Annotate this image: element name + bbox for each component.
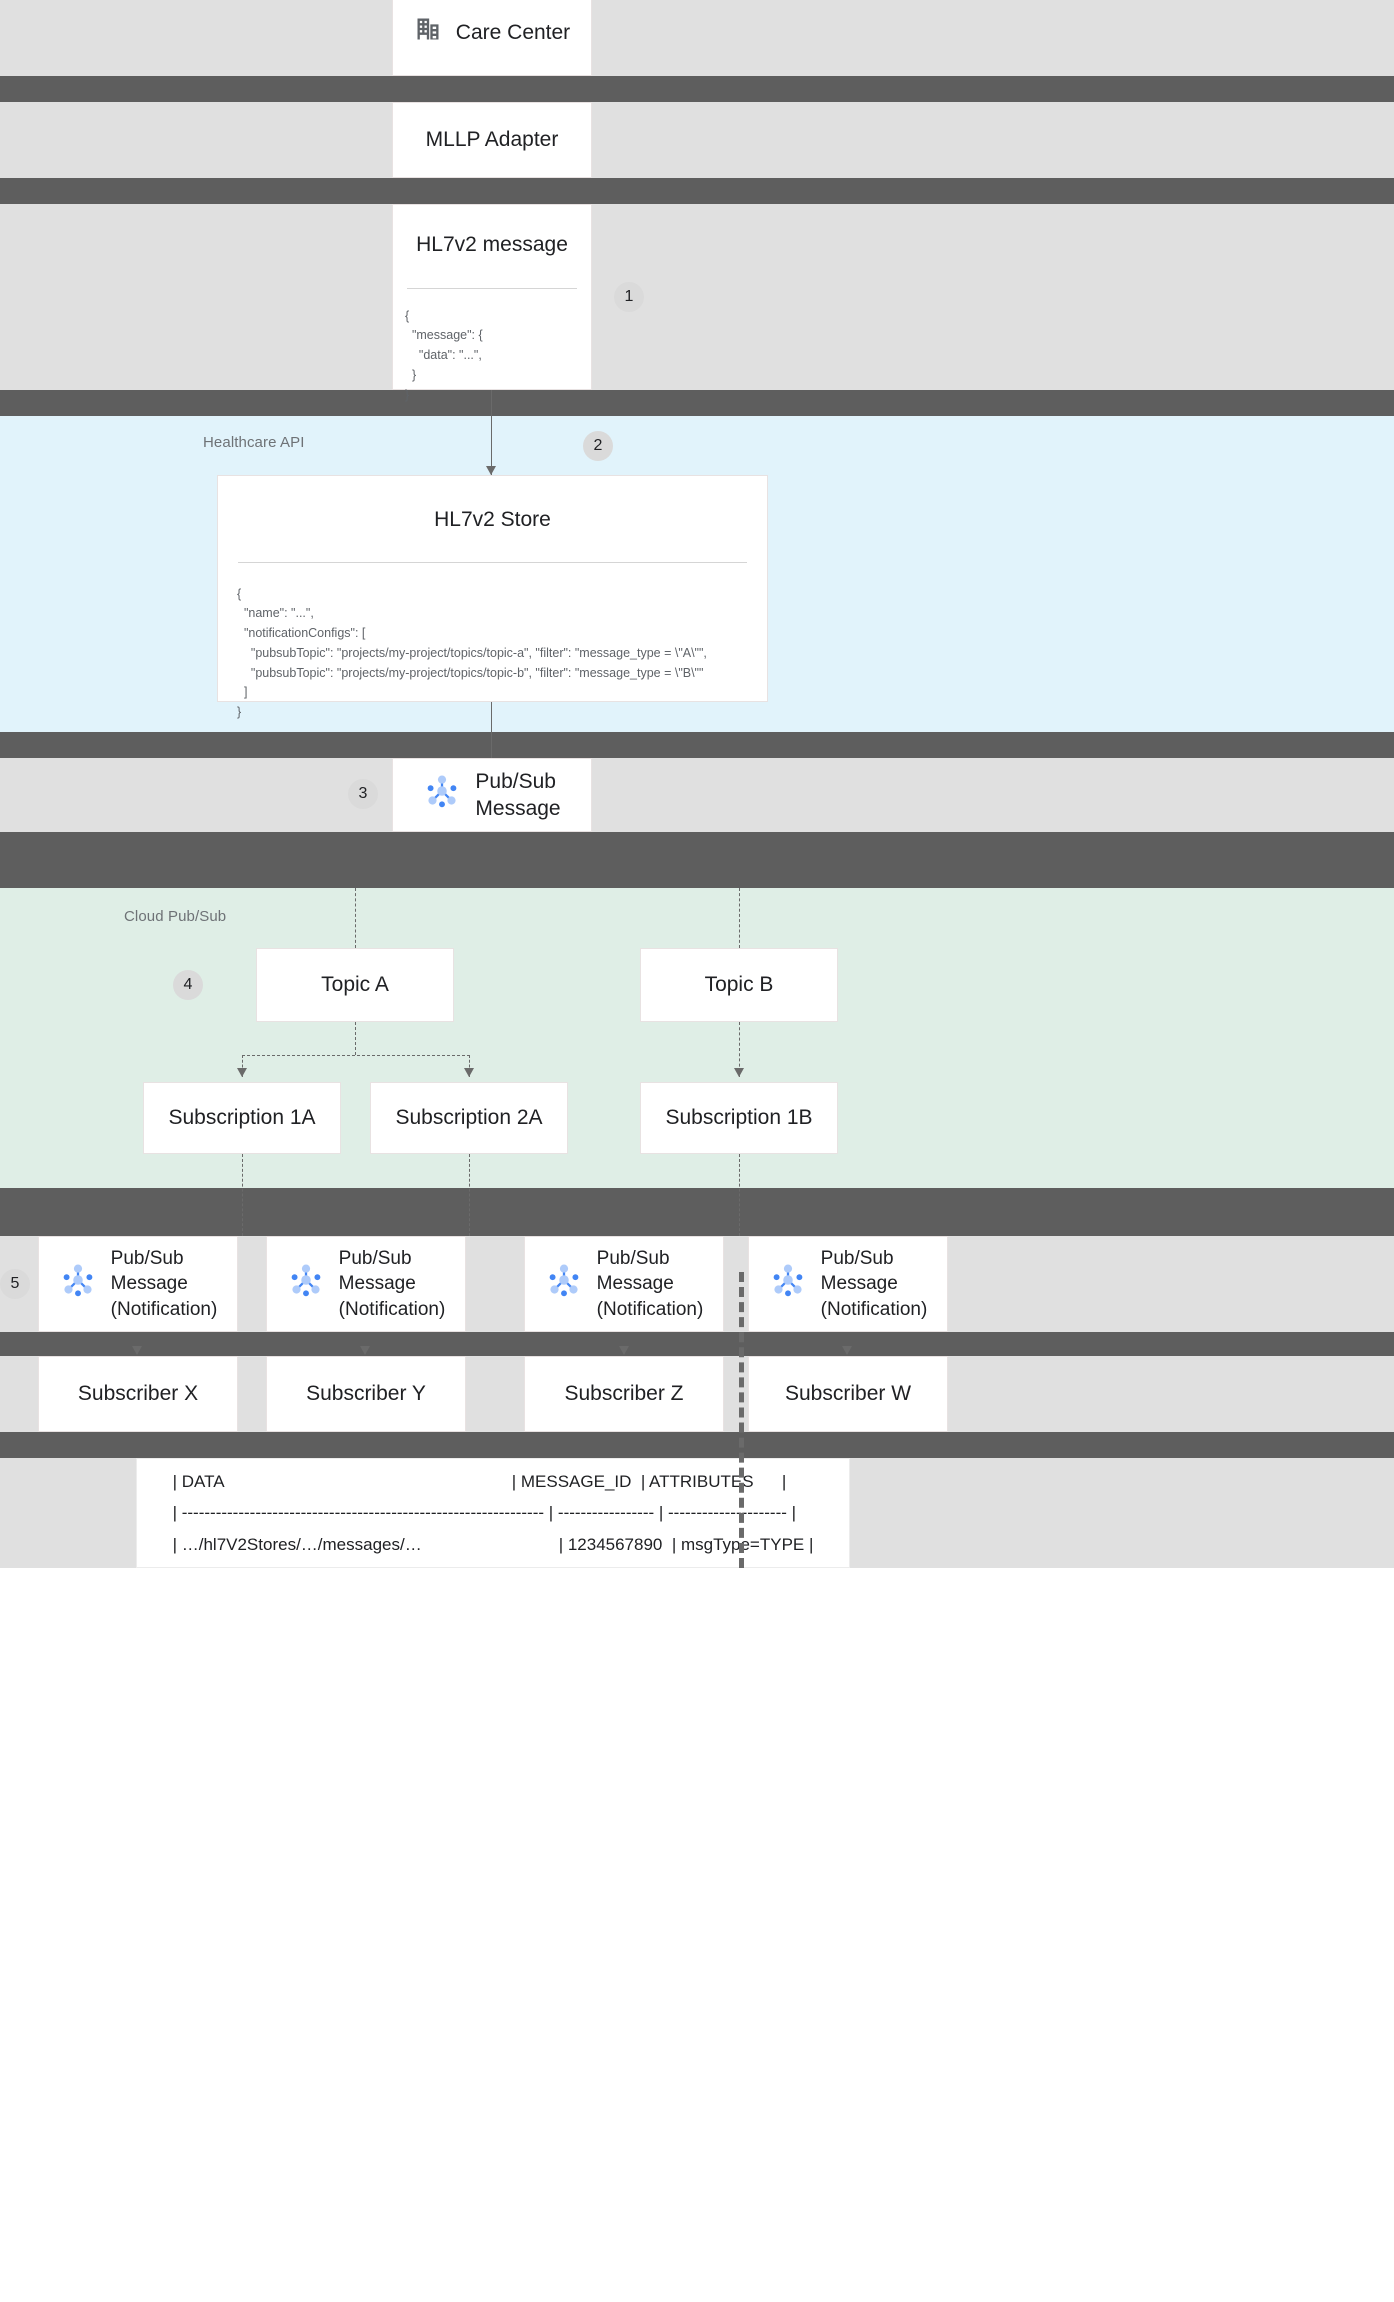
node-topic-a[interactable]: Topic A [256, 948, 454, 1022]
pubsub-icon [545, 1261, 583, 1307]
subscriber-w-label: Subscriber W [784, 1382, 912, 1406]
arrowhead-sub1a [237, 1068, 247, 1077]
band-care-center [0, 0, 1394, 76]
divider-7 [0, 1332, 1394, 1356]
healthcare-api-label: Healthcare API [203, 434, 305, 451]
node-hl7v2-message[interactable]: HL7v2 message { "message": { "data": "..… [392, 204, 592, 402]
node-subscriber-y[interactable]: Subscriber Y [266, 1356, 466, 1432]
node-topic-b[interactable]: Topic B [640, 948, 838, 1022]
topic-b-label: Topic B [704, 973, 774, 997]
node-notification-y[interactable]: Pub/Sub Message (Notification) [266, 1236, 466, 1332]
building-icon [414, 15, 442, 51]
band-bottom-white [0, 1568, 1394, 2302]
care-center-label: Care Center [455, 21, 571, 45]
node-notification-x[interactable]: Pub/Sub Message (Notification) [38, 1236, 238, 1332]
subscriber-y-label: Subscriber Y [306, 1382, 426, 1406]
pubsub-icon [59, 1261, 97, 1307]
node-pubsub-message[interactable]: Pub/Sub Message [392, 758, 592, 832]
step-badge-4-number: 4 [183, 976, 193, 993]
step-badge-4: 4 [173, 970, 203, 1000]
connector-sub1b-down [739, 1154, 740, 1236]
arrowhead-subscriber-y [360, 1346, 370, 1355]
hl7v2-message-body: { "message": { "data": "...", } } [405, 308, 483, 402]
step-badge-2: 2 [583, 431, 613, 461]
pubsub-icon [287, 1261, 325, 1307]
band-mllp [0, 102, 1394, 178]
node-message-table: | DATA | MESSAGE_ID | ATTRIBUTES | | ---… [136, 1458, 850, 1568]
node-subscriber-x[interactable]: Subscriber X [38, 1356, 238, 1432]
connector-topic-a-split [242, 1055, 470, 1056]
step-badge-2-number: 2 [593, 437, 603, 454]
divider-1 [0, 76, 1394, 102]
step-badge-5-number: 5 [10, 1275, 20, 1292]
subscription-1b-label: Subscription 1B [665, 1106, 813, 1130]
pubsub-icon [769, 1261, 807, 1307]
node-care-center[interactable]: Care Center [392, 0, 592, 76]
notification-y-label: Pub/Sub Message (Notification) [338, 1247, 446, 1320]
node-hl7v2-store[interactable]: HL7v2 Store { "name": "...", "notificati… [217, 475, 768, 719]
notification-w-label: Pub/Sub Message (Notification) [820, 1247, 928, 1320]
hl7v2-message-divider [407, 287, 577, 289]
pubsub-icon [423, 772, 461, 818]
hl7v2-store-divider [238, 561, 747, 563]
arrowhead-subscriber-z [619, 1346, 629, 1355]
step-badge-3: 3 [348, 779, 378, 809]
step-badge-5: 5 [0, 1269, 30, 1299]
hl7v2-message-title: HL7v2 message [416, 233, 568, 256]
divider-2 [0, 178, 1394, 204]
notification-x-label: Pub/Sub Message (Notification) [110, 1247, 218, 1320]
node-notification-w[interactable]: Pub/Sub Message (Notification) [748, 1236, 948, 1332]
connector-topic-a-to-sub2a [469, 1055, 470, 1077]
band-pubsub-message [0, 758, 1394, 832]
pubsub-message-label: Pub/Sub Message [475, 769, 561, 820]
connector-message-to-store [491, 390, 492, 475]
divider-6 [0, 1188, 1394, 1236]
subscription-1a-label: Subscription 1A [168, 1106, 316, 1130]
arrowhead-subscriber-x [132, 1346, 142, 1355]
arrowhead-sub2a [464, 1068, 474, 1077]
node-subscription-1b[interactable]: Subscription 1B [640, 1082, 838, 1154]
connector-topic-a-stem [355, 1022, 356, 1055]
arrowhead-subscriber-w [842, 1346, 852, 1355]
subscriber-x-label: Subscriber X [77, 1382, 199, 1406]
connector-store-to-pubsub [491, 702, 492, 758]
node-subscription-2a[interactable]: Subscription 2A [370, 1082, 568, 1154]
connector-to-topic-b [739, 888, 740, 948]
divider-5 [0, 832, 1394, 888]
connector-to-topic-a [355, 888, 356, 948]
arrowhead-message-to-store [486, 466, 496, 475]
divider-3 [0, 390, 1394, 416]
node-mllp-adapter[interactable]: MLLP Adapter [392, 102, 592, 178]
subscriber-z-label: Subscriber Z [564, 1382, 684, 1406]
subscription-2a-label: Subscription 2A [395, 1106, 543, 1130]
connector-topic-a-to-sub1a [242, 1055, 243, 1077]
arrowhead-sub1b [734, 1068, 744, 1077]
node-notification-z[interactable]: Pub/Sub Message (Notification) [524, 1236, 724, 1332]
node-subscriber-w[interactable]: Subscriber W [748, 1356, 948, 1432]
cloud-pubsub-label: Cloud Pub/Sub [124, 908, 227, 925]
notification-z-label: Pub/Sub Message (Notification) [596, 1247, 704, 1320]
band-hl7v2-message [0, 204, 1394, 390]
step-badge-3-number: 3 [358, 785, 368, 802]
connector-sub1a-down [242, 1154, 243, 1236]
divider-8 [0, 1432, 1394, 1458]
node-subscription-1a[interactable]: Subscription 1A [143, 1082, 341, 1154]
connector-topic-b-to-sub1b [739, 1022, 740, 1077]
step-badge-1-number: 1 [624, 288, 634, 305]
message-table-text: | DATA | MESSAGE_ID | ATTRIBUTES | | ---… [172, 1471, 814, 1554]
divider-4 [0, 732, 1394, 758]
node-subscriber-z[interactable]: Subscriber Z [524, 1356, 724, 1432]
step-badge-1: 1 [614, 282, 644, 312]
connector-sub1b-extension [739, 1272, 744, 1568]
hl7v2-store-body: { "name": "...", "notificationConfigs": … [237, 586, 707, 720]
hl7v2-store-title: HL7v2 Store [434, 508, 551, 531]
mllp-adapter-label: MLLP Adapter [425, 128, 559, 152]
connector-sub2a-down [469, 1154, 470, 1236]
topic-a-label: Topic A [321, 973, 389, 997]
